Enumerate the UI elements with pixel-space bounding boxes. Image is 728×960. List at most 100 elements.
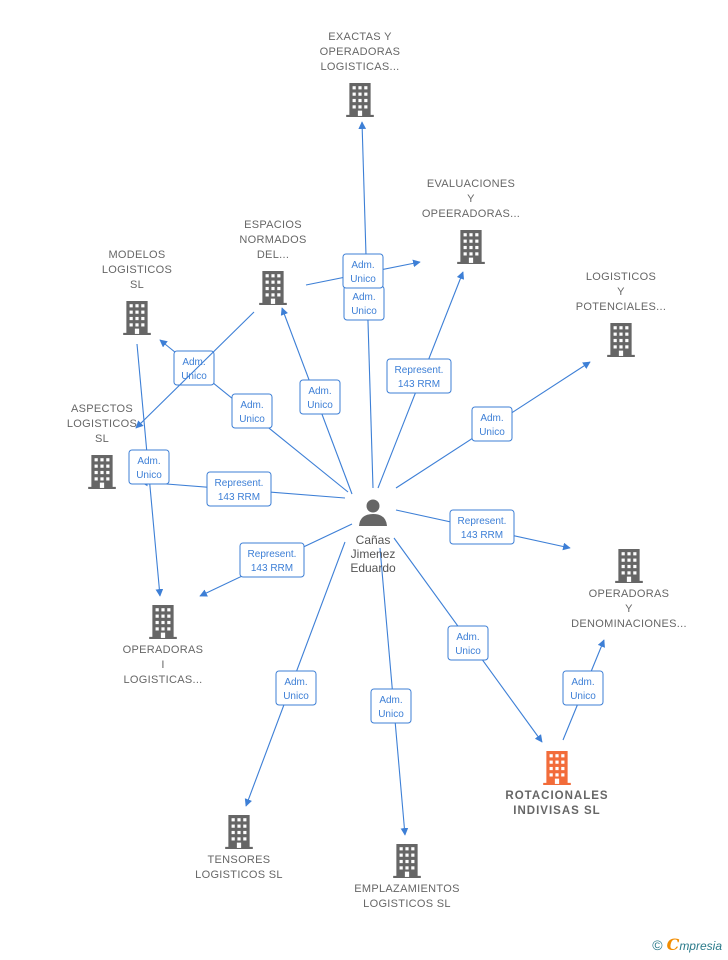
edge-label-text: Adm. bbox=[351, 260, 374, 271]
relation-edge-person-to-operadoras-i[interactable]: Represent. 143 RRM bbox=[199, 523, 353, 597]
company-node-rotacionales[interactable]: ROTACIONALES INDIVISAS SL bbox=[505, 751, 608, 817]
company-name-line: DENOMINACIONES... bbox=[571, 618, 687, 630]
edge-label-text: Unico bbox=[307, 400, 333, 411]
relation-edge-modelos-to-operadoras-i[interactable]: Adm. Unico bbox=[128, 343, 170, 597]
building-icon bbox=[346, 83, 374, 117]
relation-edge-person-to-rotacionales[interactable]: Adm. Unico bbox=[393, 537, 543, 743]
building-icon bbox=[607, 323, 635, 357]
company-node-operadoras-denominaciones[interactable]: OPERADORAS Y DENOMINACIONES... bbox=[571, 549, 687, 630]
edge-label-text: Represent. bbox=[248, 549, 297, 560]
edge-label-text: 143 RRM bbox=[251, 563, 293, 574]
company-node-evaluaciones[interactable]: EVALUACIONES Y OPEERADORAS... bbox=[422, 178, 520, 264]
edge-label-text: Unico bbox=[570, 691, 596, 702]
edge-label-box bbox=[206, 471, 272, 507]
relation-edge-person-to-tensores[interactable]: Adm.Unico bbox=[244, 541, 346, 807]
company-name-line: OPEERADORAS... bbox=[422, 208, 520, 220]
company-name-line: EMPLAZAMIENTOS bbox=[354, 883, 459, 895]
company-name-line: DEL... bbox=[257, 249, 289, 261]
edge-label-text: Unico bbox=[181, 371, 207, 382]
company-name-line: Y bbox=[617, 286, 625, 298]
company-node-emplazamientos[interactable]: EMPLAZAMIENTOS LOGISTICOS SL bbox=[354, 844, 459, 910]
edge-label-text: Unico bbox=[378, 709, 404, 720]
relation-edge-espacios-to-aspectos[interactable]: Adm. Unico bbox=[135, 311, 273, 429]
company-name-line: OPERADORAS bbox=[589, 588, 670, 600]
building-icon bbox=[615, 549, 643, 583]
edge-label-box bbox=[231, 393, 273, 429]
footer-brand: © Cmpresia bbox=[652, 935, 722, 954]
building-icon bbox=[225, 815, 253, 849]
edge-label-box bbox=[275, 670, 317, 706]
edge-label-text: 143 RRM bbox=[398, 379, 440, 390]
edge-label-text: Adm. bbox=[352, 292, 375, 303]
company-name-line: OPERADORAS bbox=[320, 46, 401, 58]
company-name-line: LOGISTICOS bbox=[586, 271, 656, 283]
relation-edge-espacios-to-evaluaciones[interactable]: Adm. Unico bbox=[305, 253, 421, 289]
edge-label-text: Adm. bbox=[308, 386, 331, 397]
building-icon bbox=[123, 301, 151, 335]
edge-label-text: Represent. bbox=[395, 365, 444, 376]
edge-label-text: 143 RRM bbox=[218, 492, 260, 503]
edge-label-text: Unico bbox=[351, 306, 377, 317]
person-icon bbox=[359, 499, 387, 526]
relation-edge-person-to-emplazamientos[interactable]: Adm. Unico bbox=[370, 547, 412, 836]
person-name-line: Eduardo bbox=[350, 561, 396, 575]
edge-label-text: Represent. bbox=[215, 478, 264, 489]
edge-label-text: Adm. bbox=[182, 357, 205, 368]
edge-label-text: Unico bbox=[455, 646, 481, 657]
relation-edge-person-to-exactas[interactable]: Adm. Unico bbox=[343, 121, 385, 489]
company-node-espacios[interactable]: ESPACIOSNORMADOSDEL... bbox=[239, 219, 306, 305]
company-name-line: Y bbox=[625, 603, 633, 615]
company-name-line: ROTACIONALES bbox=[505, 790, 608, 802]
edge-label-text: Unico bbox=[479, 427, 505, 438]
edge-label-box bbox=[447, 625, 489, 661]
company-node-logisticos-potenciales[interactable]: LOGISTICOS Y POTENCIALES... bbox=[576, 271, 666, 357]
company-name-line: EXACTAS Y bbox=[328, 31, 392, 43]
company-name-line: OPERADORAS bbox=[123, 644, 204, 656]
company-name-line: POTENCIALES... bbox=[576, 301, 666, 313]
relation-edge-person-to-aspectos[interactable]: Represent. 143 RRM bbox=[140, 471, 346, 507]
relation-edge-person-to-logisticos-potenciales[interactable]: Adm. Unico bbox=[395, 361, 591, 489]
edge-label-box bbox=[449, 509, 515, 545]
relation-edge-person-to-evaluaciones[interactable]: Represent. 143 RRM bbox=[377, 271, 465, 489]
relation-edge-person-to-espacios[interactable]: Adm. Unico bbox=[280, 307, 353, 495]
brand-logo[interactable]: Cmpresia bbox=[667, 935, 722, 954]
edge-label-box bbox=[471, 406, 513, 442]
company-name-line: EVALUACIONES bbox=[427, 178, 515, 190]
company-name-line: Y bbox=[467, 193, 475, 205]
edge-label-text: Adm. bbox=[240, 400, 263, 411]
building-icon bbox=[457, 230, 485, 264]
edge-label-text: Adm. bbox=[137, 456, 160, 467]
company-name-line: LOGISTICOS SL bbox=[195, 869, 283, 881]
building-icon bbox=[393, 844, 421, 878]
relation-edge-rotacionales-to-operadoras-denominaciones[interactable]: Adm.Unico bbox=[562, 639, 605, 741]
company-name-line: MODELOS bbox=[108, 249, 165, 261]
edge-label-text: Unico bbox=[136, 470, 162, 481]
company-node-operadoras-i[interactable]: OPERADORASILOGISTICAS... bbox=[123, 605, 204, 686]
company-name-line: LOGISTICOS SL bbox=[363, 898, 451, 910]
company-name-line: I bbox=[161, 659, 164, 671]
company-name-line: ASPECTOS bbox=[71, 403, 133, 415]
edge-label-text: Adm. bbox=[456, 632, 479, 643]
edge-label-text: Adm. bbox=[379, 695, 402, 706]
person-name-line: Cañas bbox=[356, 533, 391, 547]
edge-label-box bbox=[173, 350, 215, 386]
edge-label-text: Unico bbox=[350, 274, 376, 285]
building-icon bbox=[259, 271, 287, 305]
company-name-line: SL bbox=[95, 433, 109, 445]
edge-label-text: Adm. bbox=[480, 413, 503, 424]
relation-edge-person-to-operadoras-denominaciones[interactable]: Represent. 143 RRM bbox=[395, 509, 571, 551]
company-node-exactas[interactable]: EXACTAS YOPERADORASLOGISTICAS... bbox=[320, 31, 401, 117]
company-name-line: LOGISTICOS bbox=[102, 264, 172, 276]
edge-label-text: Unico bbox=[239, 414, 265, 425]
edge-label-box bbox=[342, 253, 384, 289]
edge-label-box bbox=[562, 670, 604, 706]
company-name-line: INDIVISAS SL bbox=[513, 805, 600, 817]
edge-label-text: Represent. bbox=[458, 516, 507, 527]
edge-label-text: 143 RRM bbox=[461, 530, 503, 541]
person-name-line: Jimenez bbox=[351, 547, 396, 561]
